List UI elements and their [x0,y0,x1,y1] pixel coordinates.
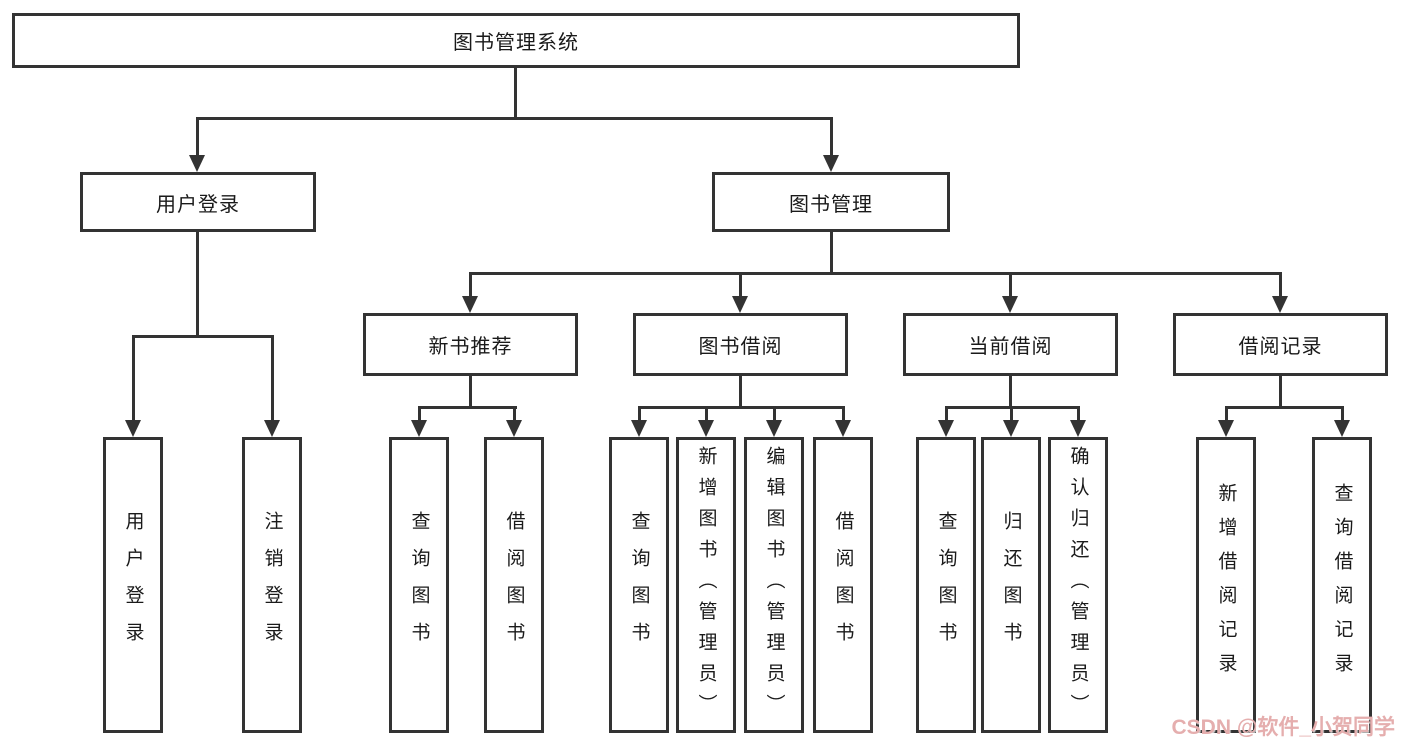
connector-vline [271,335,274,424]
leaf-query-borrow-record: 查询借阅记录 [1312,437,1372,733]
connector-hline [1225,406,1344,409]
leaf-return-books: 归还图书 [981,437,1041,733]
connector-vline [1279,272,1282,298]
connector-hline [638,406,845,409]
leaf-add-books-admin: 新增图书（管理员） [676,437,736,733]
leaf-add-books-admin-label: 新增图书（管理员） [695,445,717,725]
connector-vline [1009,376,1012,406]
connector-vline [945,406,948,422]
leaf-query-books-recommend: 查询图书 [389,437,449,733]
arrow-down-icon [1272,296,1288,313]
leaf-query-books-recommend-label: 查询图书 [408,511,430,659]
arrow-down-icon [823,155,839,172]
leaf-query-borrow-record-label: 查询借阅记录 [1331,483,1353,687]
connector-vline [514,68,517,117]
connector-vline [773,406,776,422]
arrow-down-icon [264,420,280,437]
leaf-borrow-books-recommend-label: 借阅图书 [503,511,525,659]
leaf-borrow-books-recommend: 借阅图书 [484,437,544,733]
connector-vline [830,117,833,159]
connector-vline [469,272,472,298]
connector-hline [132,335,274,338]
node-borrow-records: 借阅记录 [1173,313,1388,376]
arrow-down-icon [1003,420,1019,437]
leaf-logout: 注销登录 [242,437,302,733]
connector-vline [638,406,641,422]
leaf-query-books-borrow: 查询图书 [609,437,669,733]
node-book-management: 图书管理 [712,172,950,232]
node-current-borrow: 当前借阅 [903,313,1118,376]
connector-vline [705,406,708,422]
connector-vline [739,272,742,298]
arrow-down-icon [938,420,954,437]
connector-vline [1341,406,1344,422]
arrow-down-icon [189,155,205,172]
connector-vline [842,406,845,422]
arrow-down-icon [411,420,427,437]
connector-vline [1010,406,1013,422]
leaf-edit-books-admin: 编辑图书（管理员） [744,437,804,733]
connector-vline [1279,376,1282,406]
leaf-edit-books-admin-label: 编辑图书（管理员） [763,445,785,725]
node-user-login: 用户登录 [80,172,316,232]
leaf-borrow-books-label: 借阅图书 [832,511,854,659]
connector-vline [132,335,135,424]
arrow-down-icon [506,420,522,437]
arrow-down-icon [462,296,478,313]
arrow-down-icon [1218,420,1234,437]
node-book-borrow-label: 图书借阅 [698,336,783,358]
connector-vline [739,376,742,406]
connector-hline [469,272,1282,275]
connector-vline [196,117,199,159]
arrow-down-icon [1070,420,1086,437]
arrow-down-icon [835,420,851,437]
connector-vline [196,232,199,335]
connector-vline [830,232,833,272]
connector-hline [196,117,833,120]
node-book-management-label: 图书管理 [789,193,873,216]
arrow-down-icon [766,420,782,437]
connector-vline [1009,272,1012,298]
node-root-label: 图书管理系统 [453,32,579,54]
leaf-confirm-return-admin: 确认归还（管理员） [1048,437,1108,733]
leaf-query-books-borrow-label: 查询图书 [628,511,650,659]
leaf-user-login: 用户登录 [103,437,163,733]
leaf-query-books-current-label: 查询图书 [935,511,957,659]
node-borrow-records-label: 借阅记录 [1238,336,1323,358]
arrow-down-icon [698,420,714,437]
node-book-borrow: 图书借阅 [633,313,848,376]
leaf-return-books-label: 归还图书 [1000,511,1022,659]
leaf-logout-label: 注销登录 [261,511,283,659]
connector-vline [513,406,516,422]
connector-hline [418,406,517,409]
node-user-login-label: 用户登录 [156,193,240,216]
leaf-confirm-return-admin-label: 确认归还（管理员） [1067,445,1089,725]
arrow-down-icon [125,420,141,437]
csdn-watermark: CSDN @软件_小贺同学 [1171,716,1396,739]
node-new-book-recommend-label: 新书推荐 [428,336,513,358]
node-root: 图书管理系统 [12,13,1020,68]
leaf-add-borrow-record: 新增借阅记录 [1196,437,1256,733]
connector-vline [469,376,472,406]
arrow-down-icon [631,420,647,437]
arrow-down-icon [1334,420,1350,437]
leaf-user-login-label: 用户登录 [122,511,144,659]
arrow-down-icon [1002,296,1018,313]
arrow-down-icon [732,296,748,313]
leaf-borrow-books: 借阅图书 [813,437,873,733]
connector-vline [1225,406,1228,422]
node-current-borrow-label: 当前借阅 [968,336,1053,358]
leaf-add-borrow-record-label: 新增借阅记录 [1215,483,1237,687]
connector-vline [418,406,421,422]
node-new-book-recommend: 新书推荐 [363,313,578,376]
connector-vline [1077,406,1080,422]
leaf-query-books-current: 查询图书 [916,437,976,733]
